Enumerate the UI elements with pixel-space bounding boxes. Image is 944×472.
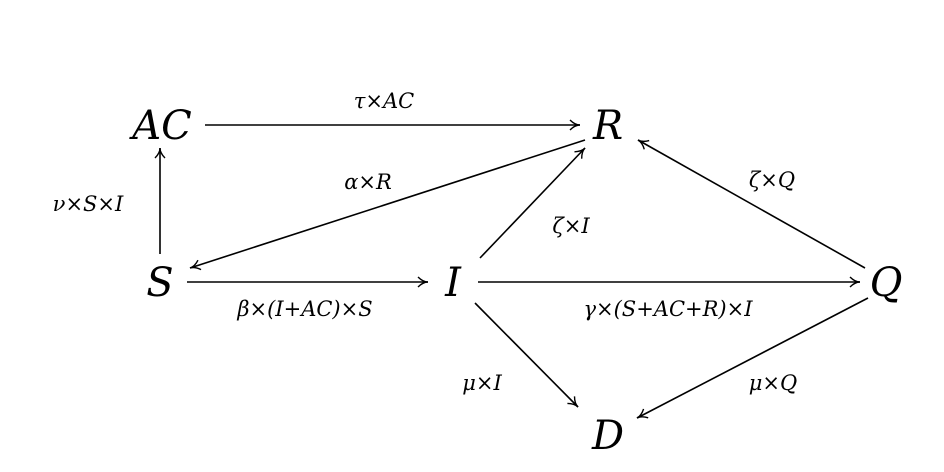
label-i-to-d: μ×I [462, 371, 502, 395]
edge-i-to-d [474, 302, 579, 408]
node-i: I [444, 260, 462, 306]
label-s-to-i: β×(I+AC)×S [236, 297, 372, 321]
label-r-to-s: α×R [344, 170, 392, 194]
label-q-to-d: μ×Q [749, 371, 797, 395]
node-q: Q [870, 260, 903, 306]
label-s-to-ac: ν×S×I [53, 192, 124, 216]
label-i-to-r: ζ×I [552, 214, 590, 238]
edge-i-to-r [479, 147, 586, 259]
node-d: D [591, 413, 624, 459]
label-ac-to-r: τ×AC [354, 89, 414, 113]
edge-q-to-r [637, 139, 866, 269]
edge-r-to-s [189, 139, 586, 271]
node-ac: AC [128, 103, 192, 149]
node-s: S [146, 260, 173, 306]
label-q-to-r: ζ×Q [749, 168, 795, 192]
node-r: R [592, 103, 623, 149]
edge-q-to-d [636, 297, 869, 419]
label-i-to-q: γ×(S+AC+R)×I [583, 297, 753, 321]
